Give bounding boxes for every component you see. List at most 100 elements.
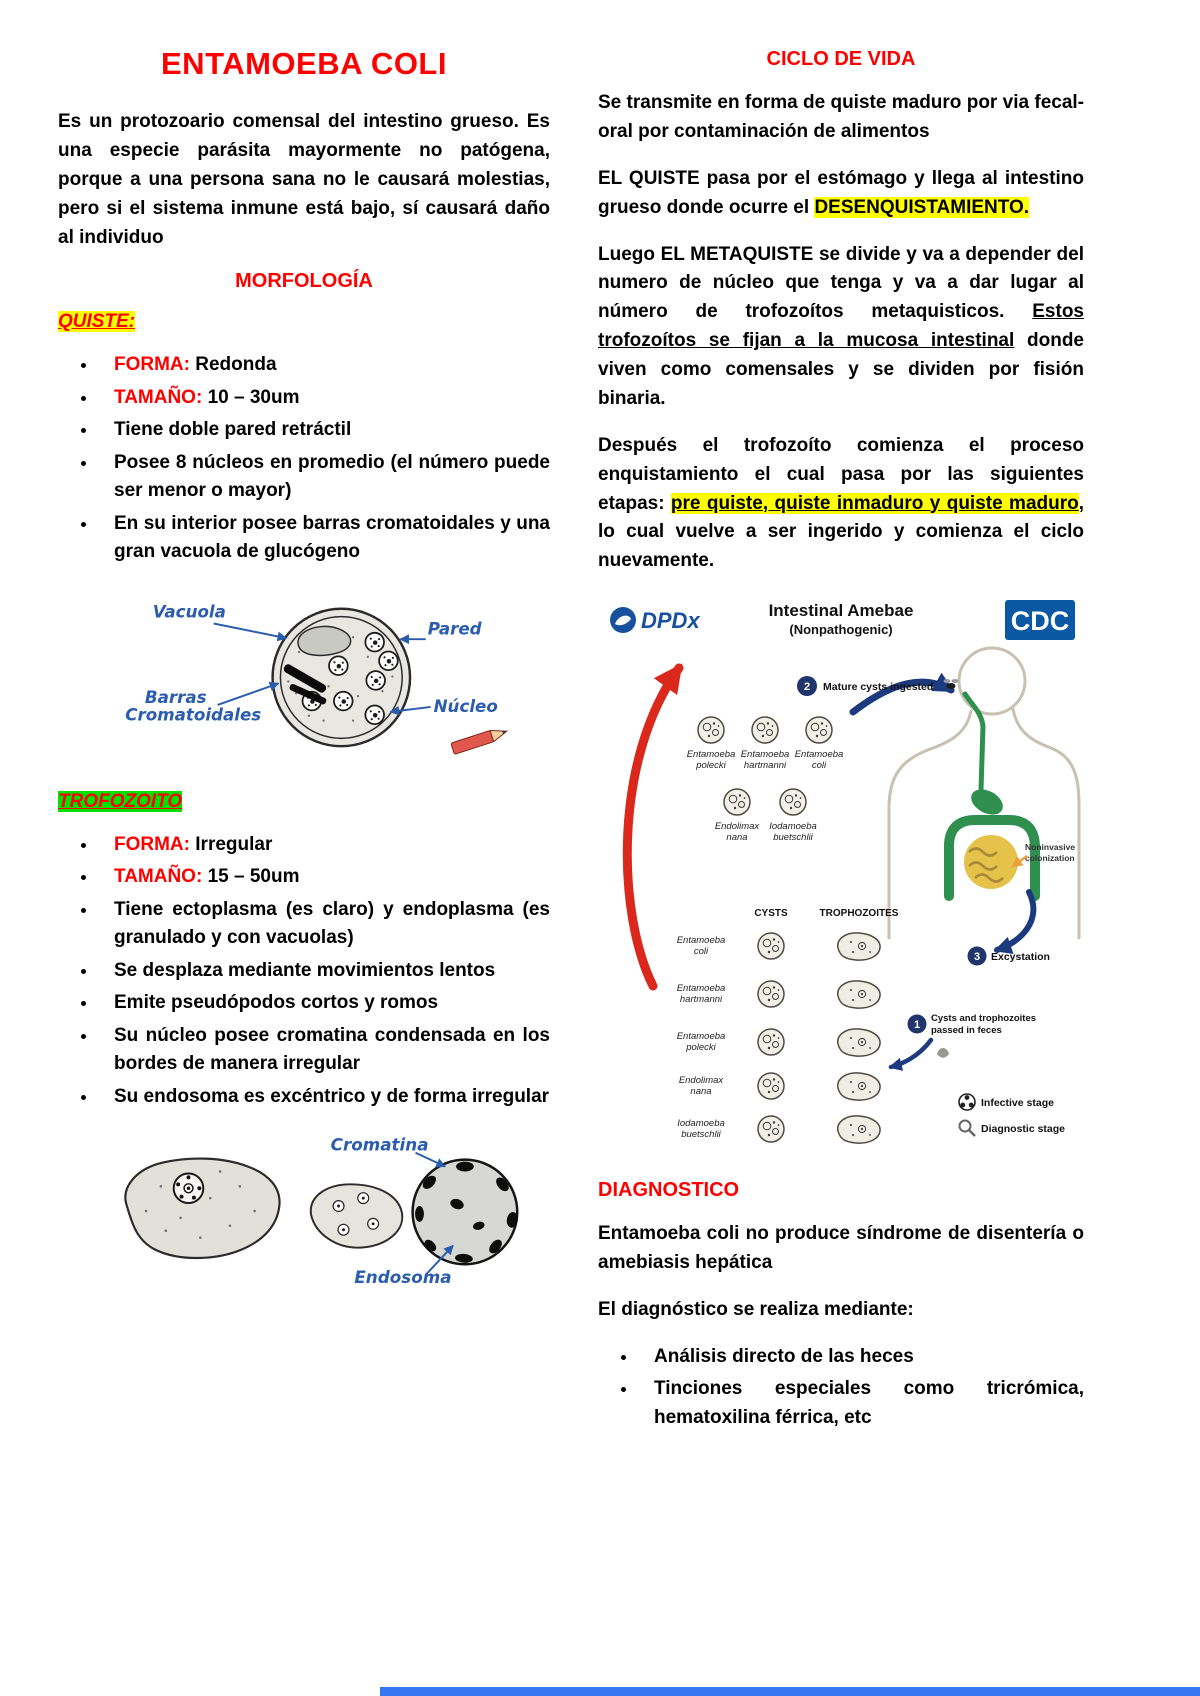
trophozoite-icon — [836, 1072, 881, 1102]
diagnostic-stage-icon — [958, 1119, 976, 1138]
bullet-text: Tinciones especiales como tricrómica, he… — [654, 1378, 1084, 1428]
bullet-text: Su endosoma es excéntrico y de forma irr… — [114, 1085, 550, 1107]
cyst-cell — [271, 607, 412, 748]
endosoma-arrow — [424, 1245, 454, 1277]
barras-label-line1: Barras — [145, 688, 207, 707]
bullet-text: Emite pseudópodos cortos y romos — [114, 992, 439, 1014]
bullet-text: Tiene ectoplasma (es claro) y endoplasma… — [114, 898, 550, 949]
diagnostico-paragraph-1: Entamoeba coli no produce síndrome de di… — [598, 1223, 1084, 1273]
step-1: 1 Cysts and trophozoites passed in feces — [907, 1013, 1036, 1058]
cdc-logo: CDC — [1005, 600, 1075, 641]
organism-label: hartmanni — [744, 760, 787, 771]
paragraph-text: , lo cual vuelve a ser ingerido y comien… — [598, 492, 1085, 572]
trofozoito-list: FORMA: Irregular TAMAÑO: 15 – 50um Tiene… — [58, 831, 550, 1112]
fly-icon — [943, 679, 959, 690]
cycle-arrow-red — [622, 663, 684, 991]
organism-label: coli — [694, 946, 709, 957]
pencil-icon — [450, 729, 509, 755]
bullet-text: Su núcleo posee cromatina condensada en … — [114, 1024, 550, 1075]
trophozoite-icon — [836, 980, 881, 1010]
cromatina-arrow — [415, 1152, 447, 1168]
bullet-text: Análisis directo de las heces — [654, 1345, 914, 1367]
list-item: Tiene ectoplasma (es claro) y endoplasma… — [98, 896, 550, 953]
organism-label: Entamoeba — [795, 749, 844, 760]
underlined-text: Estos trofozoítos se fijan a la mucosa i… — [598, 301, 1084, 352]
quiste-heading: QUISTE: — [58, 311, 550, 333]
bullet-label: TAMAÑO: — [114, 866, 208, 888]
page-title: ENTAMOEBA COLI — [161, 46, 447, 81]
organism-label: Iodamoeba — [769, 821, 817, 832]
intestine-squiggles — [968, 847, 1004, 883]
list-item: Su endosoma es excéntrico y de forma irr… — [98, 1083, 550, 1112]
figure-subtitle: (Nonpathogenic) — [789, 622, 892, 637]
step-2: 2 Mature cysts ingested — [797, 676, 959, 697]
diagnostico-paragraph-2: El diagnóstico se realiza mediante: — [598, 1298, 914, 1320]
endosoma-label: Endosoma — [354, 1267, 451, 1287]
step-1-label-line1: Cysts and trophozoites — [931, 1013, 1036, 1024]
left-column: ENTAMOEBA COLI Es un protozoario comensa… — [58, 36, 550, 1448]
ciclo-paragraph-1: Se transmite en forma de quiste maduro p… — [598, 92, 1084, 142]
paragraph-text: Después el trofozoíto comienza el proces… — [598, 434, 1084, 514]
organism-label: Endolimax — [679, 1075, 725, 1086]
bullet-text: Posee 8 núcleos en promedio (el número p… — [114, 451, 550, 502]
step-1-badge: 1 — [914, 1019, 920, 1031]
cysts-column-header: CYSTS — [754, 908, 788, 919]
stomach — [971, 789, 1003, 815]
colon — [944, 815, 1040, 902]
right-column: CICLO DE VIDA Se transmite en forma de q… — [598, 36, 1084, 1448]
bullet-label: TAMAÑO: — [114, 386, 208, 408]
cdc-lifecycle-figure: DPDx Intestinal Amebae (Nonpathogenic) C… — [598, 594, 1084, 1159]
nucleo-arrow — [389, 705, 431, 716]
footer-bar — [380, 1687, 1200, 1696]
step-2-label: Mature cysts ingested — [823, 681, 933, 693]
organism-label: hartmanni — [680, 994, 723, 1005]
list-item: Análisis directo de las heces — [638, 1343, 1084, 1372]
step-3-badge: 3 — [974, 951, 980, 963]
cdc-lifecycle-diagram: DPDx Intestinal Amebae (Nonpathogenic) C… — [610, 600, 1081, 1145]
organism-label: nana — [690, 1086, 711, 1097]
cyst-icon — [723, 788, 751, 816]
bullet-text: En su interior posee barras cromatoidale… — [114, 512, 550, 563]
organism-rows: Entamoeba coli Entamoeba hartmanni Entam… — [677, 932, 881, 1145]
bullet-text: 15 – 50um — [207, 866, 300, 888]
quiste-heading-text: QUISTE: — [58, 311, 136, 333]
trophozoite-small — [309, 1183, 404, 1249]
cyst-icon — [805, 716, 833, 744]
legend-diagnostic-label: Diagnostic stage — [981, 1123, 1065, 1135]
paragraph-text: EL QUISTE pasa por el estómago y llega a… — [598, 167, 1084, 218]
list-item: Se desplaza mediante movimientos lentos — [98, 957, 550, 986]
cyst-icon — [779, 788, 807, 816]
organism-label: Entamoeba — [677, 983, 726, 994]
cdc-logo-text: CDC — [1011, 606, 1070, 636]
highlighted-text: DESENQUISTAMIENTO. — [814, 196, 1030, 218]
organism-label: Iodamoeba — [677, 1118, 725, 1129]
cyst-annotations: Vacuola Pared Barras Cromatoidales Núcle… — [125, 602, 509, 755]
organism-label: polecki — [695, 760, 726, 771]
ingested-cysts: Entamoeba polecki Entamoeba hartmanni En… — [687, 716, 844, 843]
trophozoite-figure: Cromatina Endosoma — [58, 1127, 550, 1295]
organism-label: Entamoeba — [677, 1031, 726, 1042]
trofozoito-heading: TROFOZOITO — [58, 790, 550, 813]
cyst-icon — [757, 1028, 785, 1056]
organism-label: buetschlii — [773, 832, 813, 843]
list-item: Posee 8 núcleos en promedio (el número p… — [98, 449, 550, 506]
bullet-text: Redonda — [195, 354, 277, 376]
esophagus — [962, 691, 986, 793]
infective-stage-icon — [958, 1093, 976, 1111]
cyst-icon — [757, 980, 785, 1008]
diagnostico-list: Análisis directo de las heces Tinciones … — [598, 1343, 1084, 1433]
feces-arrow — [888, 1037, 934, 1072]
diagnostico-heading: DIAGNOSTICO — [598, 1179, 740, 1202]
vacuole-blob — [297, 625, 352, 657]
trophozoite-icon — [836, 1028, 881, 1058]
ciclo-paragraph-4: Después el trofozoíto comienza el proces… — [598, 432, 1084, 576]
trophozoite-annotations: Cromatina Endosoma — [331, 1135, 454, 1287]
trophozoite-large — [124, 1157, 281, 1260]
paragraph-text: Luego EL METAQUISTE se divide y va a dep… — [598, 243, 1084, 323]
trophozoites-column-header: TROPHOZOITES — [820, 908, 899, 919]
list-item: Emite pseudópodos cortos y romos — [98, 989, 550, 1018]
dpdx-label: DPDx — [641, 608, 700, 633]
organism-label: polecki — [685, 1042, 716, 1053]
figure-title: Intestinal Amebae — [769, 601, 914, 620]
organism-label: buetschlii — [681, 1129, 721, 1140]
